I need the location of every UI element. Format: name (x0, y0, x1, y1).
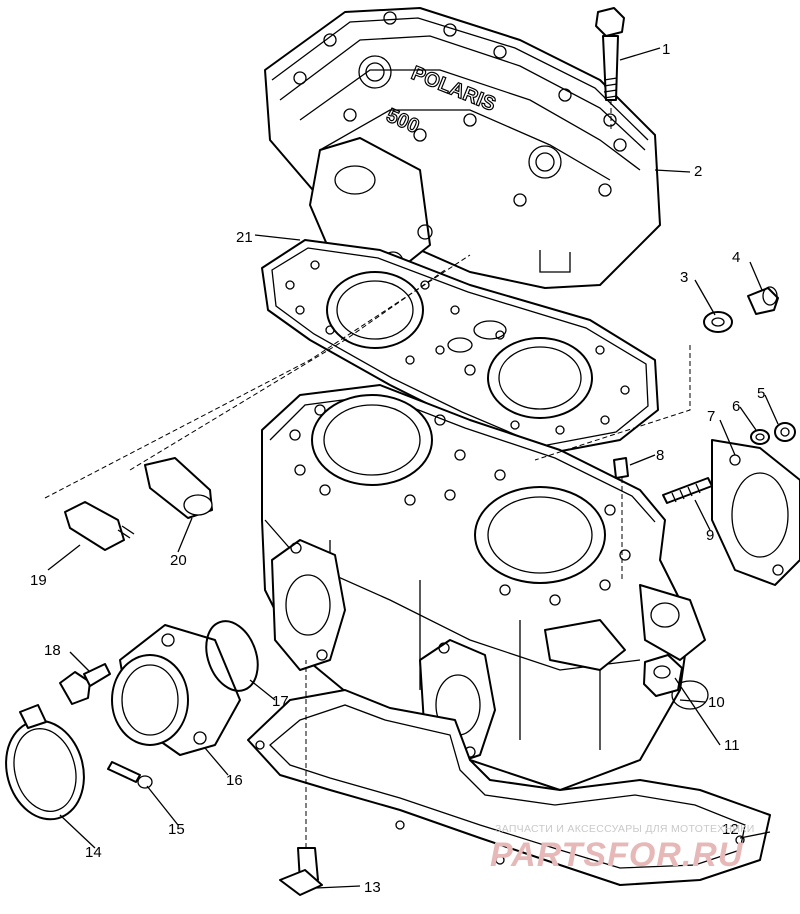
leader-line-washer (534, 345, 691, 461)
exhaust-gasket (711, 439, 800, 586)
watermark-logo: PARTSFOR.RU (490, 836, 744, 874)
callout-8: 8 (656, 447, 664, 464)
callout-19: 19 (30, 572, 47, 589)
flange-bolt (59, 663, 111, 705)
callout-6: 6 (732, 398, 740, 415)
callout-5: 5 (757, 385, 765, 402)
dowel-pin (613, 457, 629, 580)
callout-numbers: 1 2 3 4 5 6 7 8 9 10 11 12 13 14 15 16 1… (30, 41, 765, 896)
temperature-sender (64, 501, 135, 551)
flange-nut (774, 422, 796, 442)
lock-washer (750, 429, 770, 445)
watermark-tagline: ЗАПЧАСТИ И АКСЕССУАРЫ ДЛЯ МОТОТЕХНИКИ (495, 823, 755, 835)
watermark: ЗАПЧАСТИ И АКСЕССУАРЫ ДЛЯ МОТОТЕХНИКИ PA… (490, 823, 755, 874)
callout-18: 18 (44, 642, 61, 659)
callout-3: 3 (680, 269, 688, 286)
intake-flange (111, 624, 241, 756)
block-nut (643, 654, 683, 697)
clamp-screw (107, 761, 153, 789)
o-ring (205, 620, 259, 692)
callout-13: 13 (364, 879, 381, 896)
callout-16: 16 (226, 772, 243, 789)
callout-21: 21 (236, 229, 253, 246)
callout-17: 17 (272, 693, 289, 710)
callout-leaders (47, 47, 779, 889)
water-fitting (279, 660, 323, 896)
callout-15: 15 (168, 821, 185, 838)
head-gasket (261, 239, 659, 456)
callout-12: 12 (722, 821, 739, 838)
callout-2: 2 (694, 163, 702, 180)
exhaust-port-left (271, 539, 346, 671)
callout-14: 14 (85, 844, 102, 861)
hose-clamp (5, 704, 85, 821)
leader-line-sender (129, 269, 446, 471)
callout-10: 10 (708, 694, 725, 711)
callout-4: 4 (732, 249, 740, 266)
callout-7: 7 (707, 408, 715, 425)
callout-11: 11 (724, 737, 740, 754)
drain-plug (747, 286, 779, 315)
callout-20: 20 (170, 552, 187, 569)
sealing-washer (703, 311, 733, 333)
thermostat (144, 457, 213, 519)
exhaust-stud (662, 477, 713, 504)
callout-1: 1 (662, 41, 670, 58)
callout-9: 9 (706, 527, 714, 544)
head-bolt (595, 7, 625, 130)
